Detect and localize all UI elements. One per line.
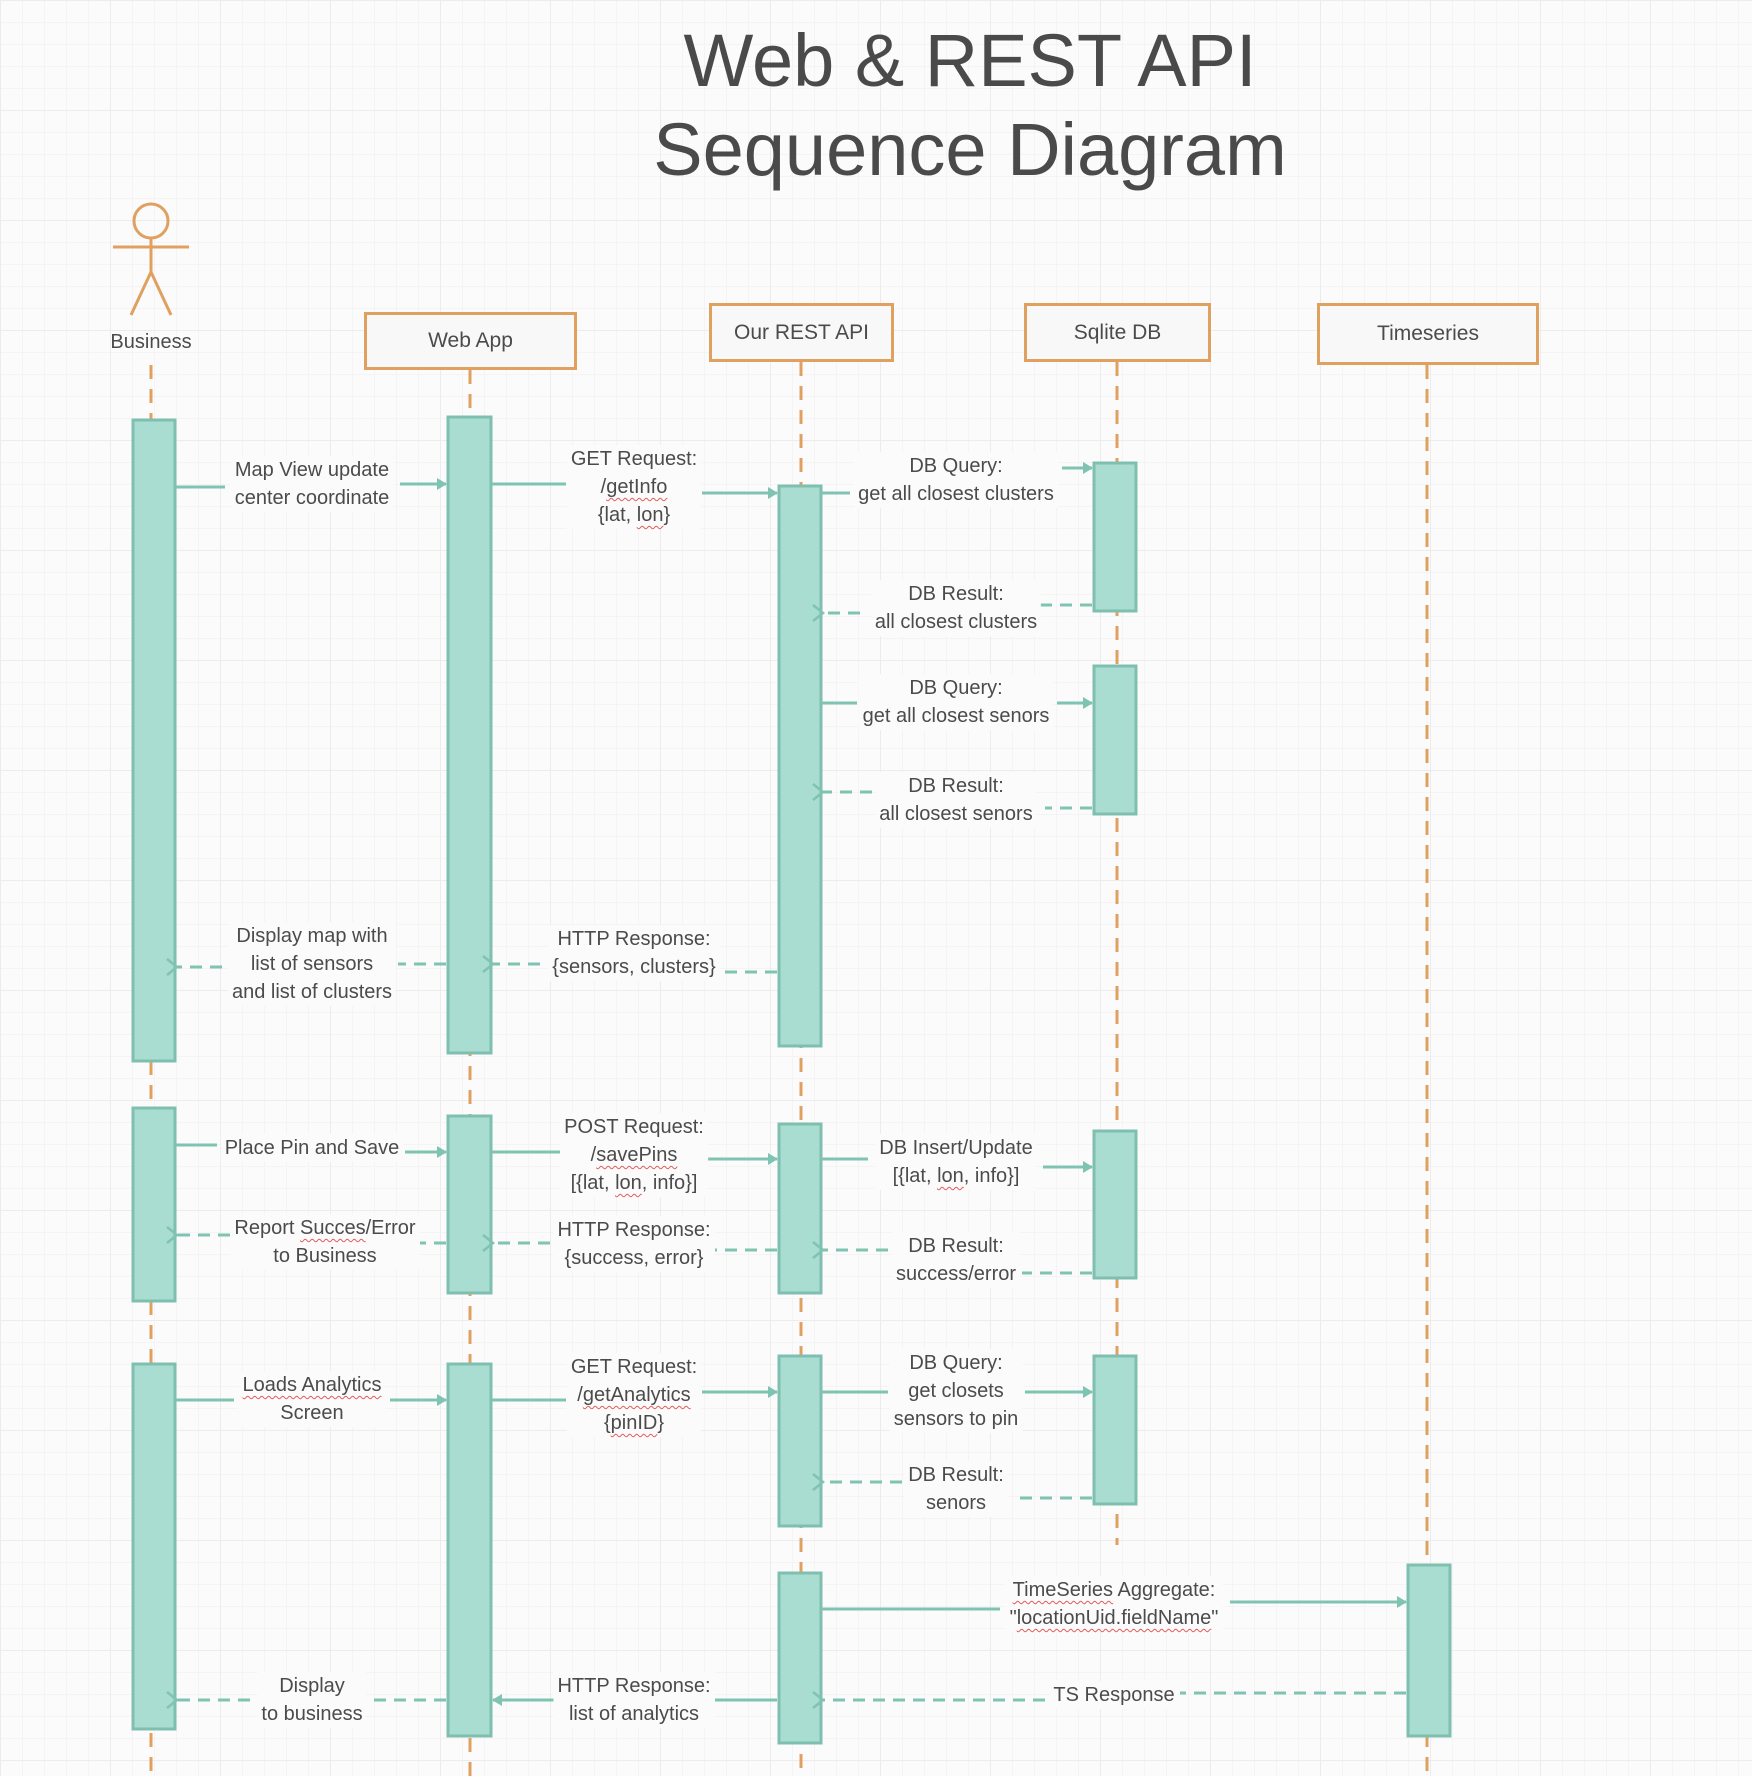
participant-rest-api: Our REST API — [709, 303, 894, 362]
activation-db-1 — [1092, 461, 1138, 613]
activation-business-1 — [131, 418, 177, 1063]
message-label-m3: DB Query: get all closest clusters — [854, 452, 1058, 508]
activation-api-3 — [777, 1354, 823, 1528]
arrow-m19 — [821, 1602, 1406, 1609]
activation-api-2 — [777, 1122, 823, 1295]
activation-db-4 — [1092, 1354, 1138, 1506]
message-label-m21: HTTP Response: list of analytics — [553, 1672, 715, 1728]
arrow-m10 — [491, 1152, 777, 1159]
diagram-title-line1: Web & REST API — [683, 19, 1257, 102]
activation-db-3 — [1092, 1129, 1138, 1280]
message-label-m15: Loads Analytics Screen — [238, 1371, 386, 1427]
arrow-m1 — [175, 484, 446, 487]
activation-api-1 — [777, 484, 823, 1048]
participant-web-app: Web App — [364, 312, 577, 370]
arrow-m13 — [493, 1243, 777, 1250]
activation-business-2 — [131, 1106, 177, 1303]
message-label-m5: DB Query: get all closest senors — [858, 674, 1054, 730]
message-label-m13: HTTP Response: {success, error} — [553, 1216, 715, 1272]
message-label-m2: GET Request: /getInfo {lat, lon} — [566, 445, 702, 529]
arrow-m3 — [821, 468, 1092, 495]
activation-api-4 — [777, 1571, 823, 1745]
message-label-m7: HTTP Response: {sensors, clusters} — [548, 925, 720, 981]
activation-webapp-1 — [446, 415, 493, 1055]
diagram-title-line2: Sequence Diagram — [653, 108, 1287, 191]
arrow-m2 — [491, 484, 777, 493]
message-label-m10: POST Request: /savePins [{lat, lon, info… — [560, 1113, 708, 1197]
message-label-m16: GET Request: /getAnalytics {pinID} — [566, 1353, 702, 1437]
activation-timeseries-1 — [1406, 1563, 1452, 1738]
message-label-m17: DB Query: get closets sensors to pin — [889, 1349, 1023, 1433]
message-label-m11: DB Insert/Update [{lat, lon, info}] — [875, 1134, 1037, 1190]
arrow-m7 — [493, 964, 777, 972]
arrow-m18 — [823, 1482, 1092, 1500]
arrow-m9 — [175, 1145, 446, 1152]
arrow-m20 — [823, 1693, 1406, 1700]
message-label-m22: Display to business — [257, 1672, 367, 1728]
activation-webapp-3 — [446, 1362, 493, 1738]
message-label-m4: DB Result: all closest clusters — [870, 580, 1042, 636]
participant-sqlite-db: Sqlite DB — [1024, 303, 1211, 362]
message-label-m19: TimeSeries Aggregate: "locationUid.field… — [1005, 1576, 1223, 1632]
message-label-m6: DB Result: all closest senors — [875, 772, 1037, 828]
activation-webapp-2 — [446, 1114, 493, 1295]
message-label-m8: Display map with list of sensors and lis… — [227, 922, 397, 1006]
arrow-m14 — [177, 1235, 446, 1243]
message-label-m9: Place Pin and Save — [220, 1134, 404, 1162]
message-label-m14: Report Succes/Error to Business — [230, 1214, 420, 1270]
message-label-m18: DB Result: senors — [904, 1461, 1008, 1517]
participant-timeseries: Timeseries — [1317, 303, 1539, 365]
message-label-m1: Map View update center coordinate — [230, 456, 394, 512]
activation-business-3 — [131, 1362, 177, 1731]
message-label-m12: DB Result: success/error — [891, 1232, 1021, 1288]
activation-db-2 — [1092, 664, 1138, 816]
arrow-m12 — [823, 1250, 1092, 1275]
arrow-m6 — [823, 792, 1092, 810]
arrow-m16 — [491, 1392, 777, 1400]
arrow-m4 — [823, 605, 1092, 613]
arrow-m11 — [821, 1159, 1092, 1167]
actor-icon — [113, 202, 189, 316]
arrow-m8 — [177, 964, 446, 967]
actor-label-business: Business — [110, 331, 192, 353]
message-label-m20: TS Response — [1049, 1681, 1179, 1709]
